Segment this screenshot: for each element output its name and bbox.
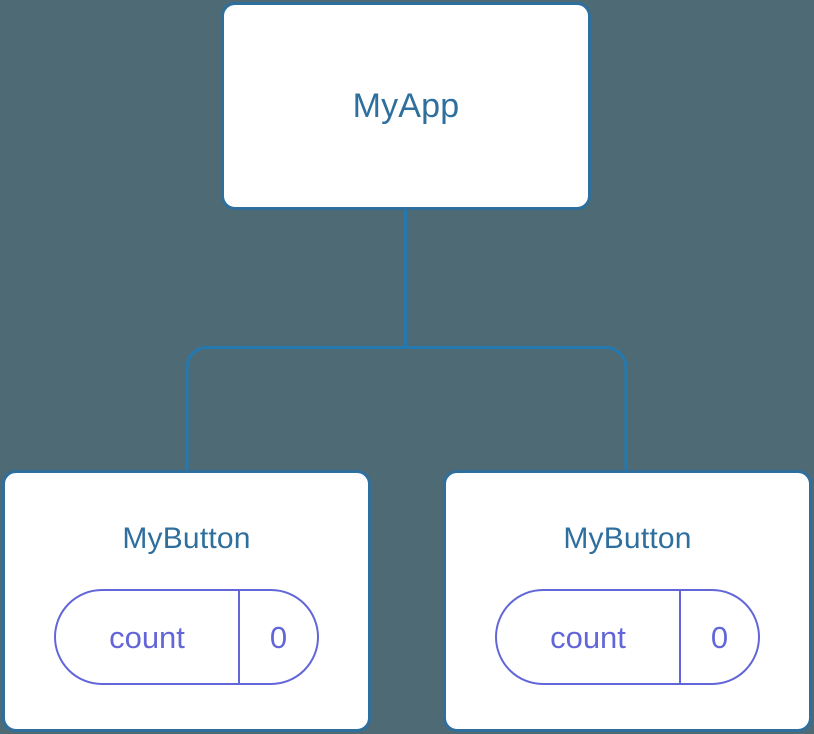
state-pill-child-right[interactable]: count 0 [495,589,760,685]
state-pill-key-child-left: count [56,591,240,683]
state-pill-value-child-left: 0 [269,619,288,655]
node-title-root: MyApp [352,87,460,125]
state-pill-child-left[interactable]: count 0 [54,589,319,685]
node-card-child-right[interactable]: MyButton count 0 [443,470,812,732]
state-pill-value-child-right: 0 [710,619,729,655]
node-title-child-right: MyButton [563,522,692,555]
node-title-child-left: MyButton [122,522,251,555]
connector-branch-right [405,346,628,472]
state-pill-key-child-right: count [497,591,681,683]
node-card-child-left[interactable]: MyButton count 0 [2,470,371,732]
node-card-root[interactable]: MyApp [221,2,591,210]
connector-branch-left [185,346,406,472]
